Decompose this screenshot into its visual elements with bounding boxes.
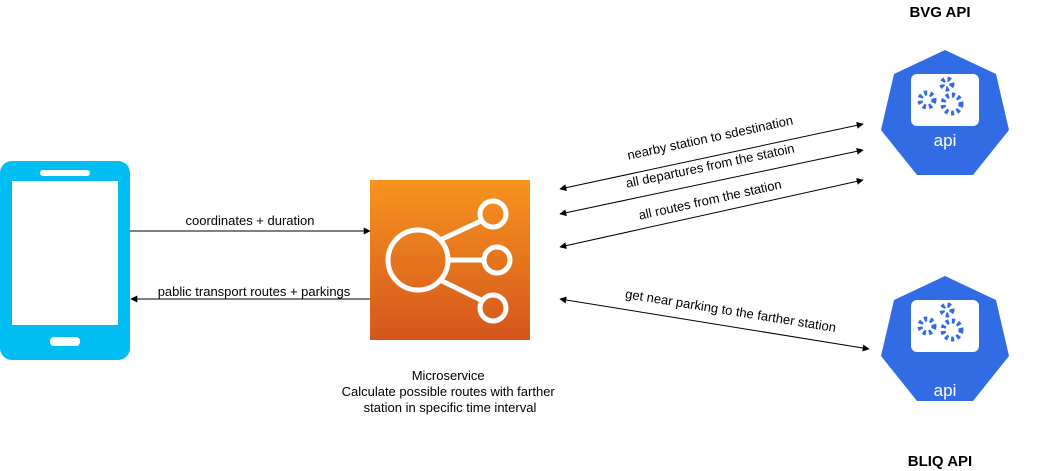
phone-screen bbox=[12, 181, 118, 325]
request-edge: coordinates + duration bbox=[130, 213, 371, 235]
bvg-api-title: BVG API bbox=[909, 4, 970, 21]
caption-line-2: Calculate possible routes with farther bbox=[342, 384, 556, 399]
bliq-api-title: BLIQ API bbox=[908, 453, 972, 470]
bvg-routes-edge: all routes from the station bbox=[559, 176, 864, 250]
smartphone-icon bbox=[0, 161, 130, 360]
hub-node-top bbox=[477, 198, 509, 230]
bliq-parking-edge: get near parking to the farther station bbox=[559, 286, 870, 352]
phone-speaker bbox=[40, 170, 90, 176]
microservice-hub-icon bbox=[370, 180, 530, 340]
phone-home-button bbox=[50, 337, 80, 346]
hub-spoke-top bbox=[438, 218, 483, 243]
response-label: pablic transport routes + parkings bbox=[158, 284, 351, 299]
bliq-api-word: api bbox=[934, 381, 957, 400]
bliq-api-icon: api bbox=[881, 276, 1009, 401]
hub-spoke-bottom bbox=[438, 277, 483, 303]
gear-icon bbox=[917, 76, 964, 116]
caption-line-1: Microservice bbox=[412, 368, 485, 383]
request-label: coordinates + duration bbox=[185, 213, 314, 228]
response-edge: pablic transport routes + parkings bbox=[130, 284, 370, 303]
bliq-parking-label: get near parking to the farther station bbox=[624, 286, 837, 335]
bvg-api-word: api bbox=[934, 131, 957, 150]
caption-line-3: station in specific time interval bbox=[364, 400, 537, 415]
gear-icon bbox=[917, 302, 964, 342]
hub-node-bottom bbox=[477, 292, 509, 324]
bvg-routes-arrow bbox=[559, 177, 864, 250]
bliq-parking-arrow bbox=[559, 296, 870, 352]
bvg-nearby-edge: nearby station to sdestination bbox=[559, 113, 864, 192]
microservice-caption: Microservice Calculate possible routes w… bbox=[342, 368, 559, 415]
bvg-api-icon: api bbox=[881, 50, 1009, 175]
